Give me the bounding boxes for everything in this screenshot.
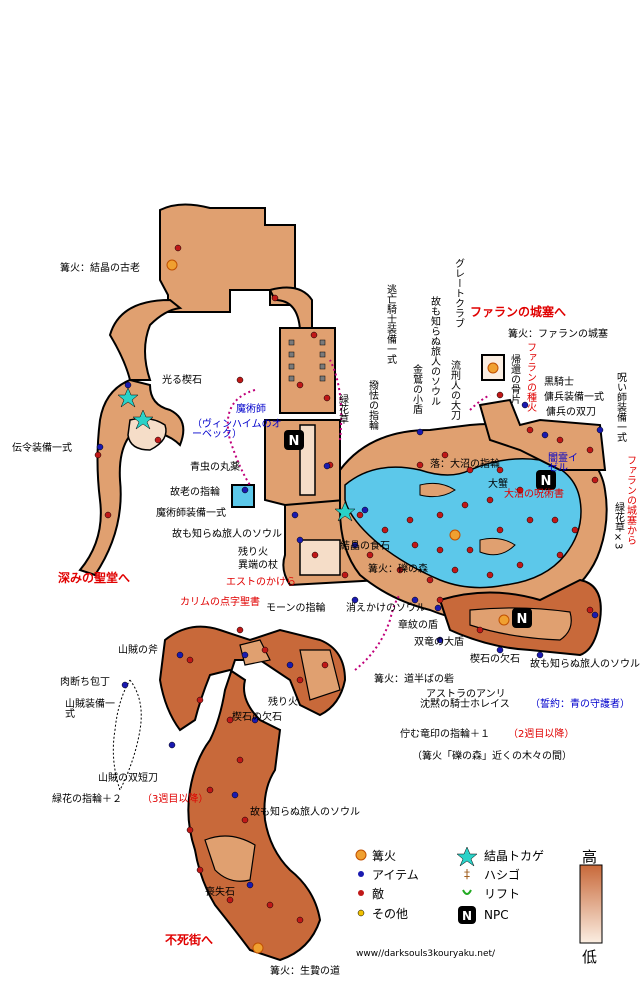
label-firmness-ring: 撥怯の指輪 <box>366 380 378 430</box>
label-dragon-ring-note: （2週目以降） <box>508 729 575 740</box>
label-sorcerer-set: 魔術師装備一式 <box>156 508 226 519</box>
label-dragon-ring-location: （篝火「礫の森」近くの木々の間） <box>412 751 572 762</box>
label-blue-bug-pill: 青虫の丸薬 <box>190 462 240 473</box>
label-twin-dragon-shield: 双竜の大盾 <box>414 637 464 648</box>
label-mercenary-set: 傭兵装備一式 <box>544 392 604 403</box>
label-twinkling-stone-2: 楔石の欠石 <box>232 712 282 723</box>
label-anri: アストラのアンリ <box>426 689 506 700</box>
label-heretic-staff: 異端の杖 <box>238 560 278 571</box>
label-bonfire-old-man: 篝火：結晶の古老 <box>60 263 140 274</box>
label-bonfire-halfway: 篝火：道半ばの砦 <box>374 674 454 685</box>
label-bonfire-farron-keep: 篝火：ファランの城塞 <box>508 329 608 340</box>
label-dragon-ring: 佇む竜印の指輪＋１ <box>400 729 490 740</box>
label-old-ring: 故老の指輪 <box>170 487 220 498</box>
legend-ladder: ハシゴ <box>484 868 521 882</box>
legend-lizard: 結晶トカゲ <box>484 849 545 863</box>
label-green-flower: 緑花草 <box>336 394 348 424</box>
label-bandit-set: 山賊装備一式 <box>65 699 115 720</box>
height-gradient-bar <box>579 864 603 944</box>
label-dark-eisel: 闇霊イゼル <box>548 453 578 474</box>
label-heraldry-shield: 章紋の盾 <box>398 620 438 631</box>
label-estus-shard: エストのかけら <box>226 577 296 588</box>
label-golden-shop: 金鷲の小盾 <box>410 364 422 414</box>
legend-other: その他 <box>372 907 409 921</box>
label-farron-coal: ファランの種火 <box>524 342 536 412</box>
label-big-crab: 大蟹 <box>488 479 508 490</box>
label-ring-swamp: 落：大沼の指輪 <box>430 459 500 470</box>
legend-high: 高 <box>582 848 598 866</box>
label-great-club: グレートクラブ <box>452 258 464 328</box>
label-bonfire-undead: 篝火：生贄の道 <box>270 966 340 977</box>
label-horace: 沈黙の騎士ホレイス <box>420 699 510 710</box>
label-herald-set: 伝令装備一式 <box>12 443 72 454</box>
svg-text:N: N <box>541 474 552 489</box>
legend-npc: NPC <box>484 908 509 922</box>
legend-enemy: 敵 <box>372 887 385 901</box>
label-crystal-stone: 結晶の食石 <box>340 541 390 552</box>
label-bonfire-keep: 篝火：礫の森 <box>368 564 428 575</box>
label-butcher-knife: 肉断ち包丁 <box>60 677 110 688</box>
label-fading-soul: 消えかけのソウル <box>346 603 426 614</box>
terrain-lower-bandit <box>158 625 347 962</box>
svg-text:N: N <box>462 909 472 923</box>
label-forgotten-soul-2: 故も知らぬ旅人のソウル <box>530 659 640 670</box>
label-forgotten-soul-3: 故も知らぬ旅人のソウル <box>250 807 360 818</box>
label-forgotten-soul-1: 故も知らぬ旅人のソウル <box>172 529 282 540</box>
label-curse-set: 呪い師装備一式 <box>614 372 626 442</box>
label-bandit-twin: 山賊の双短刀 <box>98 773 158 784</box>
legend-lift: リフト <box>484 887 521 901</box>
legend-low: 低 <box>582 948 598 966</box>
label-green-ring-2: 緑花の指輪＋２ <box>52 794 122 805</box>
label-green-flower-3: 緑花草×3 <box>612 502 624 550</box>
label-return-bone: 帰還の骨片 <box>508 354 520 404</box>
label-orbeck: （ヴィンハイムのオーベック） <box>192 419 282 440</box>
label-sorcerer: 魔術師 <box>236 404 266 415</box>
label-escaped-knight-set: 逃亡騎士装備一式 <box>384 284 396 364</box>
label-covenant: （誓約：青の守護者） <box>530 699 630 710</box>
label-green-ring-2-note: （3週目以降） <box>142 794 209 805</box>
legend-item: アイテム <box>372 868 419 882</box>
label-swamp-pyro: 大沼の呪術書 <box>504 489 564 500</box>
label-to-deep-cathedral: 深みの聖堂へ <box>58 571 131 585</box>
label-morne-ring: モーンの指輪 <box>266 603 326 614</box>
label-remnant-fire-2: 残り火 <box>268 697 298 708</box>
label-homeward: 喪失石 <box>205 887 235 898</box>
label-bandit-axe: 山賊の斧 <box>118 645 158 656</box>
label-forgotten-soul-vertical: 故も知らぬ旅人のソウル <box>428 296 440 406</box>
label-mercenary-twin: 傭兵の双刀 <box>546 407 596 418</box>
svg-text:‡: ‡ <box>464 867 470 881</box>
svg-text:N: N <box>289 434 300 449</box>
label-remnant-fire: 残り火 <box>238 547 268 558</box>
terrain-old-man-room <box>159 203 296 313</box>
label-url: www//darksouls3kouryaku.net/ <box>356 949 496 959</box>
label-twinkling-stone: 楔石の欠石 <box>470 654 520 665</box>
label-from-farron: ファランの城塞から <box>624 455 636 545</box>
terrain-left-loop <box>78 378 185 577</box>
legend-bonfire: 篝火 <box>372 849 397 863</box>
label-to-undead: 不死街へ <box>165 933 214 947</box>
svg-text:N: N <box>517 612 528 627</box>
label-shining-stone: 光る楔石 <box>162 375 202 386</box>
label-to-farron-keep: ファランの城塞へ <box>470 305 567 319</box>
label-black-knight: 黒騎士 <box>544 377 574 388</box>
label-exile-greatsword: 流刑人の大刀 <box>448 360 460 420</box>
label-karim-braille: カリムの点字聖書 <box>180 597 260 608</box>
